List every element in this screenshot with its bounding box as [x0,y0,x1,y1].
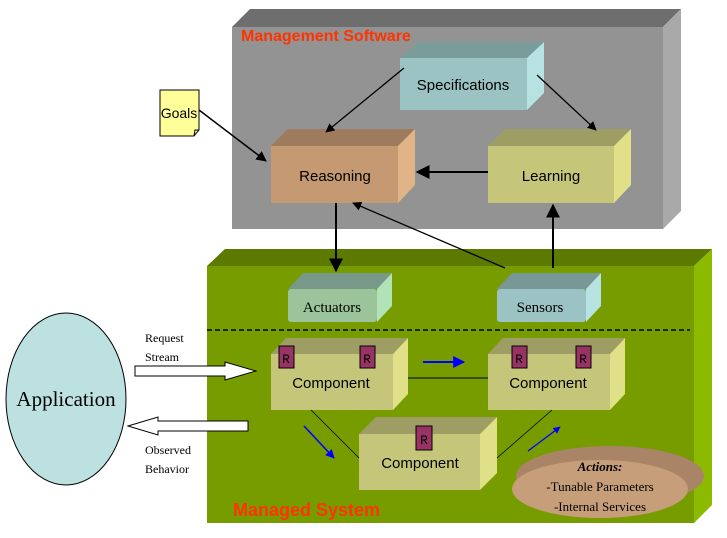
management-software-title: Management Software [241,28,411,45]
r-tag [575,345,592,369]
request-stream-label-line2: Stream [145,350,180,364]
sensors-box[interactable] [497,273,601,322]
reasoning-box[interactable] [271,129,415,203]
r-tag-label: R [420,433,428,448]
reasoning-label: Reasoning [299,168,371,185]
actions-item: -Tunable Parameters [546,479,653,494]
r-tag-label: R [363,352,371,367]
component-label: Component [292,375,370,392]
r-tag [278,345,295,369]
learning-label: Learning [522,168,580,185]
arrow-sensors-to-reasoning [352,202,506,269]
r-tag [359,345,376,369]
flow-arrow [527,426,561,452]
specifications-label: Specifications [417,77,510,94]
actuators-box[interactable] [288,273,392,322]
observed-behavior-label-line1: Observed [145,443,191,457]
goals-label: Goals [161,105,198,121]
request-stream-arrow [134,361,258,381]
r-tag [415,425,433,451]
actions-disc [512,446,704,518]
r-tag-label: R [282,352,290,367]
application-ellipse[interactable] [5,312,127,486]
connector-component-2-3 [496,409,553,459]
arrow-specifications-to-reasoning [325,67,405,133]
actions-title: Actions: [577,459,623,474]
managed-system-title: Managed System [233,500,380,520]
component-label: Component [509,375,587,392]
learning-box[interactable] [488,129,631,203]
observed-behavior-label-line2: Behavior [145,462,189,476]
goals-note[interactable] [159,89,200,137]
r-tag-label: R [515,352,523,367]
actions-item: -Internal Services [554,499,646,514]
arrow-goals-to-reasoning [198,109,267,162]
component-box-2[interactable] [488,338,625,410]
request-stream-label-line1: Request [145,331,184,345]
r-tag [511,345,528,369]
flow-arrow [303,425,335,459]
component-label: Component [381,455,459,472]
actuators-label: Actuators [303,300,361,316]
specifications-box[interactable] [400,42,544,110]
r-tag-label: R [579,352,587,367]
application-label: Application [16,387,116,411]
sensors-label: Sensors [517,300,564,316]
observed-behavior-arrow [126,416,249,436]
connector-component-1-3 [310,409,360,459]
arrow-specifications-to-learning [536,74,597,131]
